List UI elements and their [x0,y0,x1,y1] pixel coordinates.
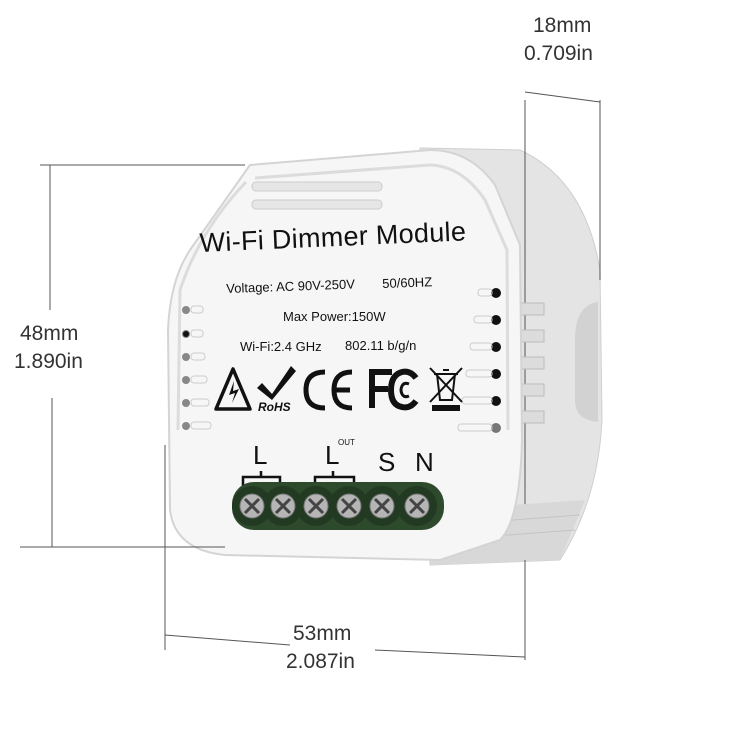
width-in-label: 2.087in [286,650,355,673]
rohs-label: RoHS [258,400,291,414]
height-mm-label: 48mm [20,322,79,345]
terminal-n-label: N [415,447,434,477]
rohs-check-icon [257,366,296,400]
terminal-lout-label: L [325,440,340,470]
high-voltage-icon [214,367,252,411]
terminal-s-label: S [378,447,396,477]
frequency-spec: 50/60HZ [382,274,433,291]
max-power-spec: Max Power:150W [283,309,386,324]
height-in-label: 1.890in [14,350,83,373]
depth-in-label: 0.709in [524,42,593,65]
width-mm-label: 53mm [293,622,352,645]
terminal-lout-superscript: OUT [338,438,355,447]
wifi-spec: Wi-Fi:2.4 GHz [240,339,322,354]
wifi-standard-spec: 802.11 b/g/n [345,338,417,353]
terminal-l-label: L [253,440,268,470]
weee-bin-icon [429,367,463,403]
depth-mm-label: 18mm [533,14,592,37]
